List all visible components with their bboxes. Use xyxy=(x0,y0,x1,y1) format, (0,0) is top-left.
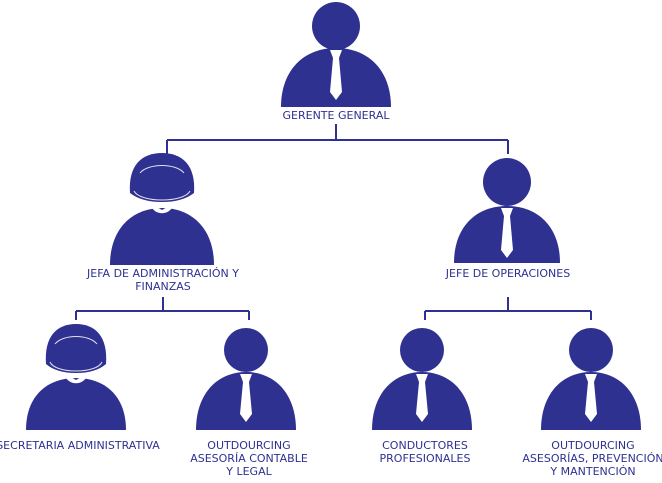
node-label: JEFE DE OPERACIONES xyxy=(445,267,570,280)
man-icon xyxy=(196,328,296,430)
node-label-line: Y MANTENCIÓN xyxy=(549,465,635,478)
woman-icon xyxy=(26,324,126,430)
node-gerente-general: GERENTE GENERAL xyxy=(281,2,391,122)
node-label-line: JEFA DE ADMINISTRACIÓN Y xyxy=(86,267,239,280)
man-icon xyxy=(281,2,391,107)
node-label-line: CONDUCTORES xyxy=(382,439,468,452)
node-label: GERENTE GENERAL xyxy=(283,109,391,122)
node-label: SECRETARIA ADMINISTRATIVA xyxy=(0,439,160,452)
node-label-line: GERENTE GENERAL xyxy=(283,109,391,122)
node-label-line: OUTDOURCING xyxy=(207,439,290,452)
node-label-line: Y LEGAL xyxy=(225,465,272,478)
man-icon xyxy=(454,158,560,263)
man-icon xyxy=(541,328,641,430)
woman-icon xyxy=(110,153,214,265)
node-label-line: PROFESIONALES xyxy=(380,452,471,465)
node-label-line: FINANZAS xyxy=(135,280,191,293)
node-label-line: ASESORÍA CONTABLE xyxy=(190,452,308,465)
node-label-line: SECRETARIA ADMINISTRATIVA xyxy=(0,439,160,452)
node-label-line: JEFE DE OPERACIONES xyxy=(445,267,570,280)
node-jefe-operaciones: JEFE DE OPERACIONES xyxy=(445,158,570,280)
node-secretaria-administrativa: SECRETARIA ADMINISTRATIVA xyxy=(0,324,160,452)
node-label-line: OUTDOURCING xyxy=(551,439,634,452)
connector-lines xyxy=(75,124,592,320)
node-label-line: ASESORÍAS, PREVENCIÓN xyxy=(522,452,662,465)
man-icon xyxy=(372,328,472,430)
